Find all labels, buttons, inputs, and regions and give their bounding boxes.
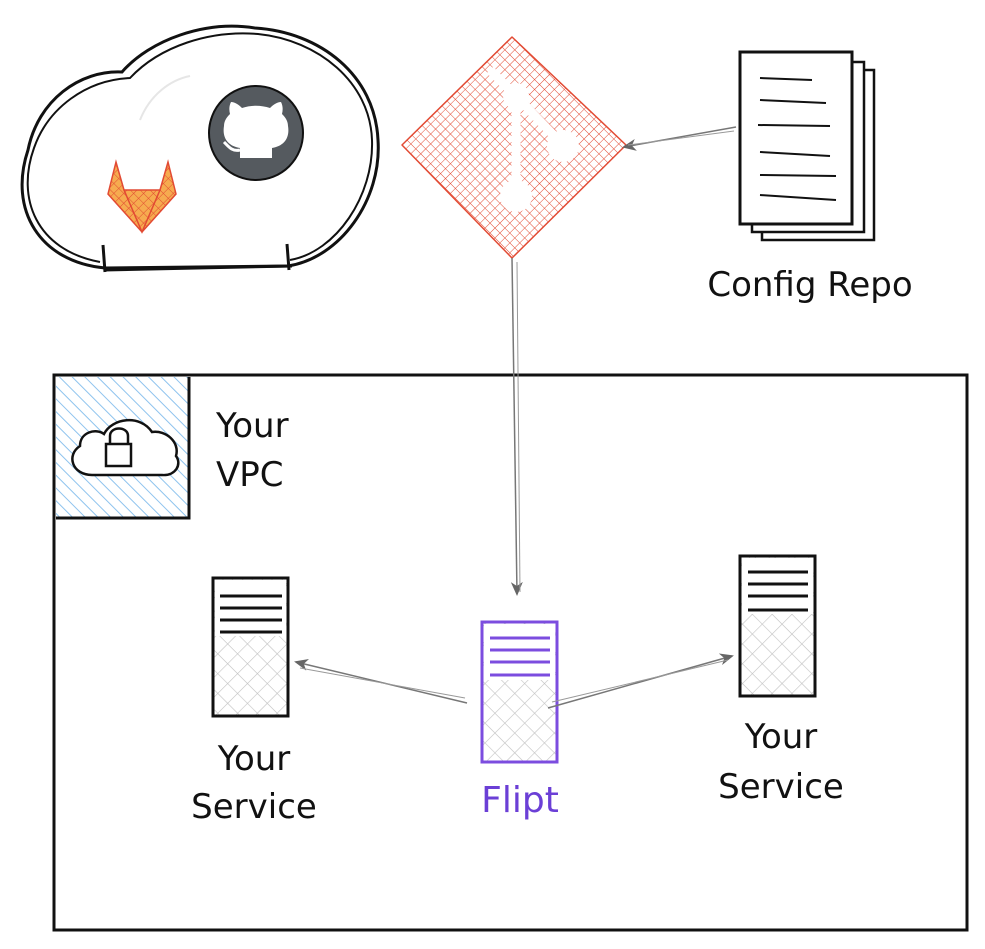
vpc-label-line1: Your: [215, 406, 289, 446]
service-right-server-icon: [738, 554, 817, 698]
edge-flipt-to-service-right: [547, 653, 734, 709]
service-right-label-line1: Your: [744, 717, 818, 757]
vpc-label-line2: VPC: [216, 455, 284, 495]
github-icon: [208, 85, 304, 181]
vpc-boundary: [52, 373, 969, 932]
gitlab-icon: [107, 159, 177, 234]
service-right-label-line2: Service: [718, 767, 844, 807]
service-left-label-line1: Your: [217, 739, 291, 779]
service-left-label-line2: Service: [191, 787, 317, 827]
vpc-cloud-lock-icon: [56, 377, 191, 520]
service-left-server-icon: [211, 576, 290, 718]
config-repo-label: Config Repo: [707, 265, 912, 305]
edge-flipt-to-service-left: [294, 658, 468, 704]
git-icon: [401, 36, 627, 259]
flipt-label: Flipt: [481, 780, 559, 821]
edge-config-repo-to-git: [622, 126, 737, 151]
flipt-server-icon: [480, 620, 559, 764]
edge-git-to-flipt: [510, 257, 523, 596]
config-repo-documents-icon: [738, 50, 876, 242]
git-hosting-cloud: [20, 24, 380, 273]
